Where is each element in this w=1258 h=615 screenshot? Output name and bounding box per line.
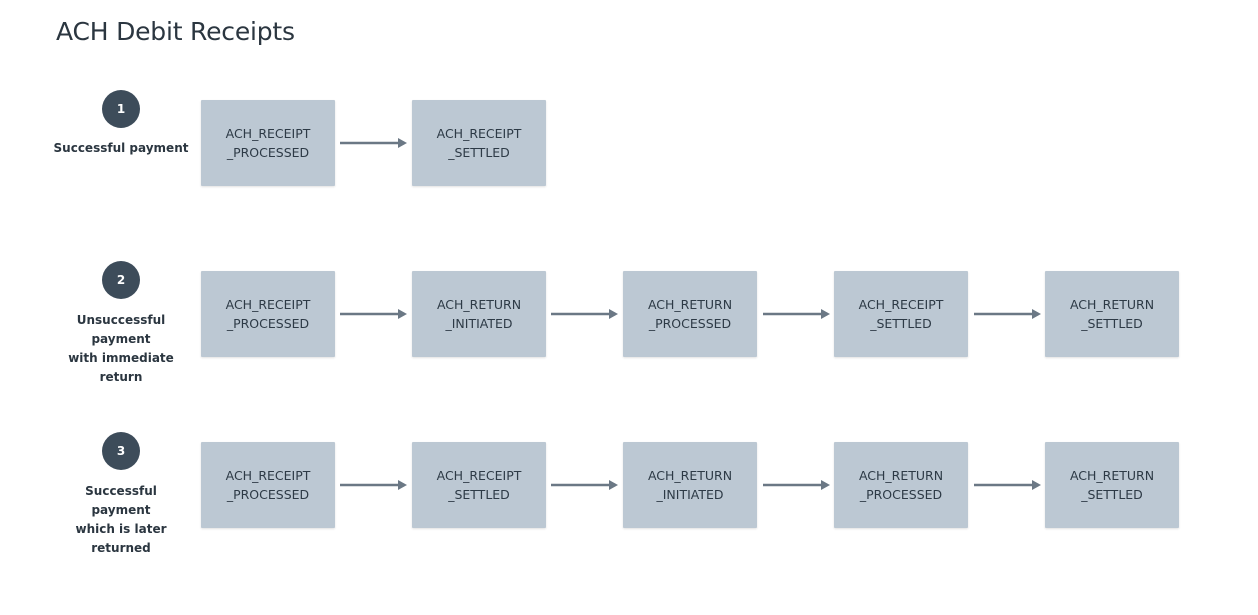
scenario-header: 1 Successful payment xyxy=(46,90,196,158)
scenario-number-badge: 1 xyxy=(102,90,140,128)
state-label: ACH_RECEIPT _SETTLED xyxy=(436,126,522,160)
state-box: ACH_RETURN _INITIATED xyxy=(412,271,546,357)
state-label: ACH_RECEIPT _SETTLED xyxy=(436,468,522,502)
state-box: ACH_RETURN _SETTLED xyxy=(1045,271,1179,357)
state-label: ACH_RECEIPT _PROCESSED xyxy=(225,126,311,160)
scenario-number-badge: 2 xyxy=(102,261,140,299)
state-label: ACH_RECEIPT _PROCESSED xyxy=(225,468,311,502)
page-title: ACH Debit Receipts xyxy=(56,17,295,46)
state-label: ACH_RETURN _PROCESSED xyxy=(647,297,733,331)
state-box: ACH_RECEIPT _PROCESSED xyxy=(201,442,335,528)
state-label: ACH_RETURN _INITIATED xyxy=(647,468,733,502)
state-box: ACH_RECEIPT _SETTLED xyxy=(412,442,546,528)
state-label: ACH_RECEIPT _PROCESSED xyxy=(225,297,311,331)
scenario-number-badge: 3 xyxy=(102,432,140,470)
state-box: ACH_RECEIPT _PROCESSED xyxy=(201,100,335,186)
state-label: ACH_RETURN _PROCESSED xyxy=(858,468,944,502)
arrow-right-icon xyxy=(551,480,618,490)
arrow-right-icon xyxy=(340,480,407,490)
arrow-right-icon xyxy=(763,480,830,490)
scenario-label: Successful payment xyxy=(53,141,189,155)
state-label: ACH_RETURN _SETTLED xyxy=(1069,468,1155,502)
state-box: ACH_RECEIPT _SETTLED xyxy=(412,100,546,186)
state-box: ACH_RECEIPT _SETTLED xyxy=(834,271,968,357)
scenario-header: 2 Unsuccessful payment with immediate re… xyxy=(46,261,196,387)
state-label: ACH_RECEIPT _SETTLED xyxy=(858,297,944,331)
state-label: ACH_RETURN _SETTLED xyxy=(1069,297,1155,331)
state-box: ACH_RETURN _SETTLED xyxy=(1045,442,1179,528)
state-box: ACH_RETURN _PROCESSED xyxy=(623,271,757,357)
state-label: ACH_RETURN _INITIATED xyxy=(436,297,522,331)
arrow-right-icon xyxy=(763,309,830,319)
scenario-label: Unsuccessful payment with immediate retu… xyxy=(68,313,174,384)
state-box: ACH_RECEIPT _PROCESSED xyxy=(201,271,335,357)
arrow-right-icon xyxy=(340,138,407,148)
arrow-right-icon xyxy=(551,309,618,319)
state-box: ACH_RETURN _INITIATED xyxy=(623,442,757,528)
scenario-header: 3 Successful payment which is later retu… xyxy=(46,432,196,558)
state-box: ACH_RETURN _PROCESSED xyxy=(834,442,968,528)
arrow-right-icon xyxy=(340,309,407,319)
scenario-label: Successful payment which is later return… xyxy=(75,484,167,555)
arrow-right-icon xyxy=(974,480,1041,490)
arrow-right-icon xyxy=(974,309,1041,319)
